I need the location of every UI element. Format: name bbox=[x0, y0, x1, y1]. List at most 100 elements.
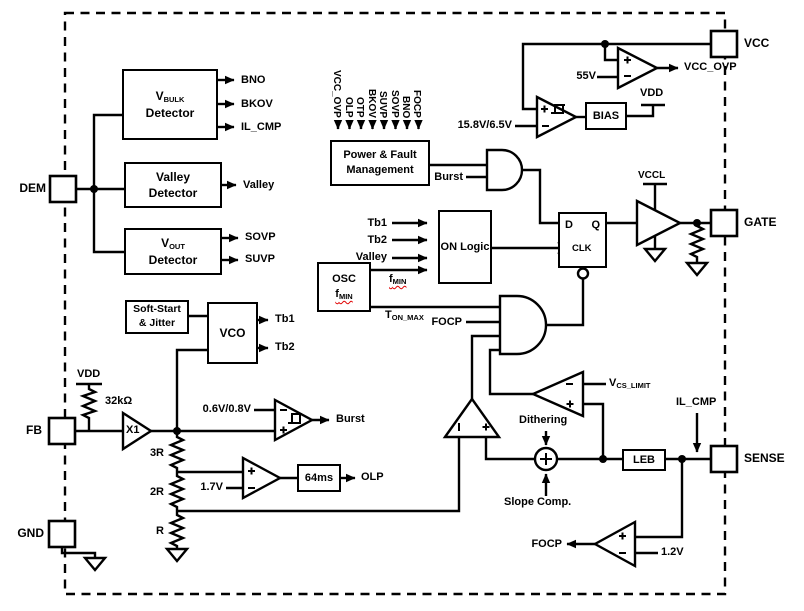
olp-wires bbox=[226, 473, 356, 490]
on-logic-wires bbox=[371, 218, 558, 275]
flipflop-d: D bbox=[565, 219, 573, 231]
fb-pin-label: FB bbox=[26, 423, 42, 437]
flipflop-q: Q bbox=[591, 219, 600, 231]
x1-label: X1 bbox=[126, 424, 140, 436]
gnd-wire bbox=[60, 547, 97, 558]
fb-wires bbox=[75, 314, 330, 433]
fault-input-arrows bbox=[333, 120, 423, 130]
pullup-resistor-label: 32kΩ bbox=[105, 395, 133, 407]
dem-bus bbox=[76, 113, 124, 254]
vcc-hysteresis-label: 15.8V/6.5V bbox=[457, 119, 512, 131]
leb-block: LEB bbox=[622, 449, 666, 471]
flipflop-reset-bubble bbox=[576, 267, 590, 280]
vcc-pin bbox=[709, 29, 739, 59]
olp-out-label: OLP bbox=[361, 471, 384, 483]
on-logic-block: ON Logic bbox=[438, 210, 492, 284]
vout-detector-block: VOUT Detector bbox=[124, 228, 222, 275]
cs-limit-comparator bbox=[530, 370, 585, 418]
il-cmp-label-b: IL_CMP bbox=[676, 396, 717, 408]
power-fault-management-block: Power & Fault Management bbox=[330, 140, 430, 186]
fault-label-otp: OTP bbox=[354, 97, 365, 118]
ic-boundary bbox=[63, 11, 727, 596]
ground-icon bbox=[82, 247, 710, 572]
bno-label: BNO bbox=[241, 74, 266, 86]
vbulk-detector-block: VBULK Detector bbox=[122, 69, 218, 140]
gate-driver-buffer bbox=[635, 199, 683, 247]
dithering-label: Dithering bbox=[519, 414, 568, 426]
divider-wires bbox=[167, 431, 461, 549]
focp-comparator bbox=[592, 519, 637, 569]
focp-gate-input-label: FOCP bbox=[431, 316, 462, 328]
fault-label-bno: BNO bbox=[400, 95, 411, 118]
bkov-label: BKOV bbox=[241, 98, 273, 110]
olp-timer-block: 64ms bbox=[297, 464, 341, 492]
flip-flop-block: D Q CLK bbox=[558, 212, 607, 268]
il-cmp-label-a: IL_CMP bbox=[241, 121, 282, 133]
55v-label: 55V bbox=[576, 70, 596, 82]
polarity-marks bbox=[248, 56, 631, 554]
gate-driver-wires bbox=[607, 182, 711, 263]
vcc-pin-label: VCC bbox=[744, 36, 770, 50]
dem-pin-label: DEM bbox=[19, 181, 46, 195]
vccl-label: VCCL bbox=[638, 170, 666, 181]
gate-pin-label: GATE bbox=[744, 215, 777, 229]
gnd-pin-label: GND bbox=[17, 526, 44, 540]
flipflop-clk: CLK bbox=[572, 243, 592, 254]
suvp-label: SUVP bbox=[245, 253, 275, 265]
vcs-limit-label: VCS_LIMIT bbox=[609, 377, 651, 390]
valley-detector-block: Valley Detector bbox=[124, 162, 222, 208]
vco-block: VCO bbox=[207, 302, 258, 364]
vdd-label-fb: VDD bbox=[77, 368, 101, 380]
olp-threshold-label: 1.7V bbox=[200, 481, 223, 493]
fmin-wire-label: fMIN bbox=[389, 273, 407, 286]
tb2-onlogic-label: Tb2 bbox=[367, 234, 387, 246]
burst-comparator bbox=[273, 397, 315, 443]
vcc-ovp-comparator bbox=[616, 46, 660, 90]
detector-output-arrows bbox=[218, 75, 239, 265]
burst-threshold-label: 0.6V/0.8V bbox=[202, 403, 251, 415]
burst-and-gate bbox=[485, 148, 524, 192]
r2-label: 2R bbox=[149, 486, 164, 498]
fault-label-olp: OLP bbox=[343, 97, 354, 118]
focp-out-label: FOCP bbox=[531, 538, 562, 550]
burst-and-input-label: Burst bbox=[434, 171, 463, 183]
vout-title: VOUT bbox=[161, 235, 185, 251]
ton-max-label: TON_MAX bbox=[385, 309, 424, 322]
sense-pin bbox=[709, 444, 739, 474]
vbulk-title: VBULK bbox=[155, 88, 185, 104]
gate-pin bbox=[709, 208, 739, 238]
fault-label-focp: FOCP bbox=[411, 90, 422, 118]
fault-label-suvp: SUVP bbox=[377, 90, 388, 118]
tb1-vco-label: Tb1 bbox=[275, 313, 295, 325]
fault-label-vcc-ovp: VCC_OVP bbox=[331, 70, 342, 118]
sense-wires bbox=[484, 382, 711, 555]
fault-label-sovp: SOVP bbox=[389, 90, 400, 118]
osc-fmin: fMIN bbox=[335, 287, 353, 301]
sovp-label: SOVP bbox=[245, 231, 276, 243]
sense-pin-label: SENSE bbox=[744, 451, 785, 465]
vcc-bias-wires bbox=[515, 42, 711, 128]
burst-and-wires bbox=[430, 163, 558, 225]
valley-label-a: Valley bbox=[243, 179, 275, 191]
dem-pin bbox=[48, 174, 78, 204]
vcc-uvlo-comparator bbox=[535, 95, 579, 139]
olp-comparator bbox=[241, 455, 283, 501]
vdd-label-top: VDD bbox=[640, 87, 664, 99]
bias-block: BIAS bbox=[585, 102, 627, 130]
or-gate-wires bbox=[466, 279, 585, 399]
fault-label-bkov: BKOV bbox=[366, 89, 377, 118]
soft-start-jitter-block: Soft-Start & Jitter bbox=[125, 300, 189, 334]
vcc-ovp-out-label: VCC_OVP bbox=[684, 61, 737, 73]
pin-squares bbox=[47, 29, 739, 549]
burst-out-label: Burst bbox=[336, 413, 365, 425]
focp-threshold-label: 1.2V bbox=[661, 546, 684, 558]
osc-block: OSC fMIN bbox=[317, 262, 371, 312]
slope-comp-label: Slope Comp. bbox=[504, 496, 572, 508]
junction-dots bbox=[90, 40, 701, 463]
r3-label: 3R bbox=[149, 447, 164, 459]
turnoff-or-gate bbox=[498, 294, 548, 356]
x1-buffer-triangle bbox=[121, 410, 154, 452]
pwm-comparator bbox=[442, 396, 502, 439]
